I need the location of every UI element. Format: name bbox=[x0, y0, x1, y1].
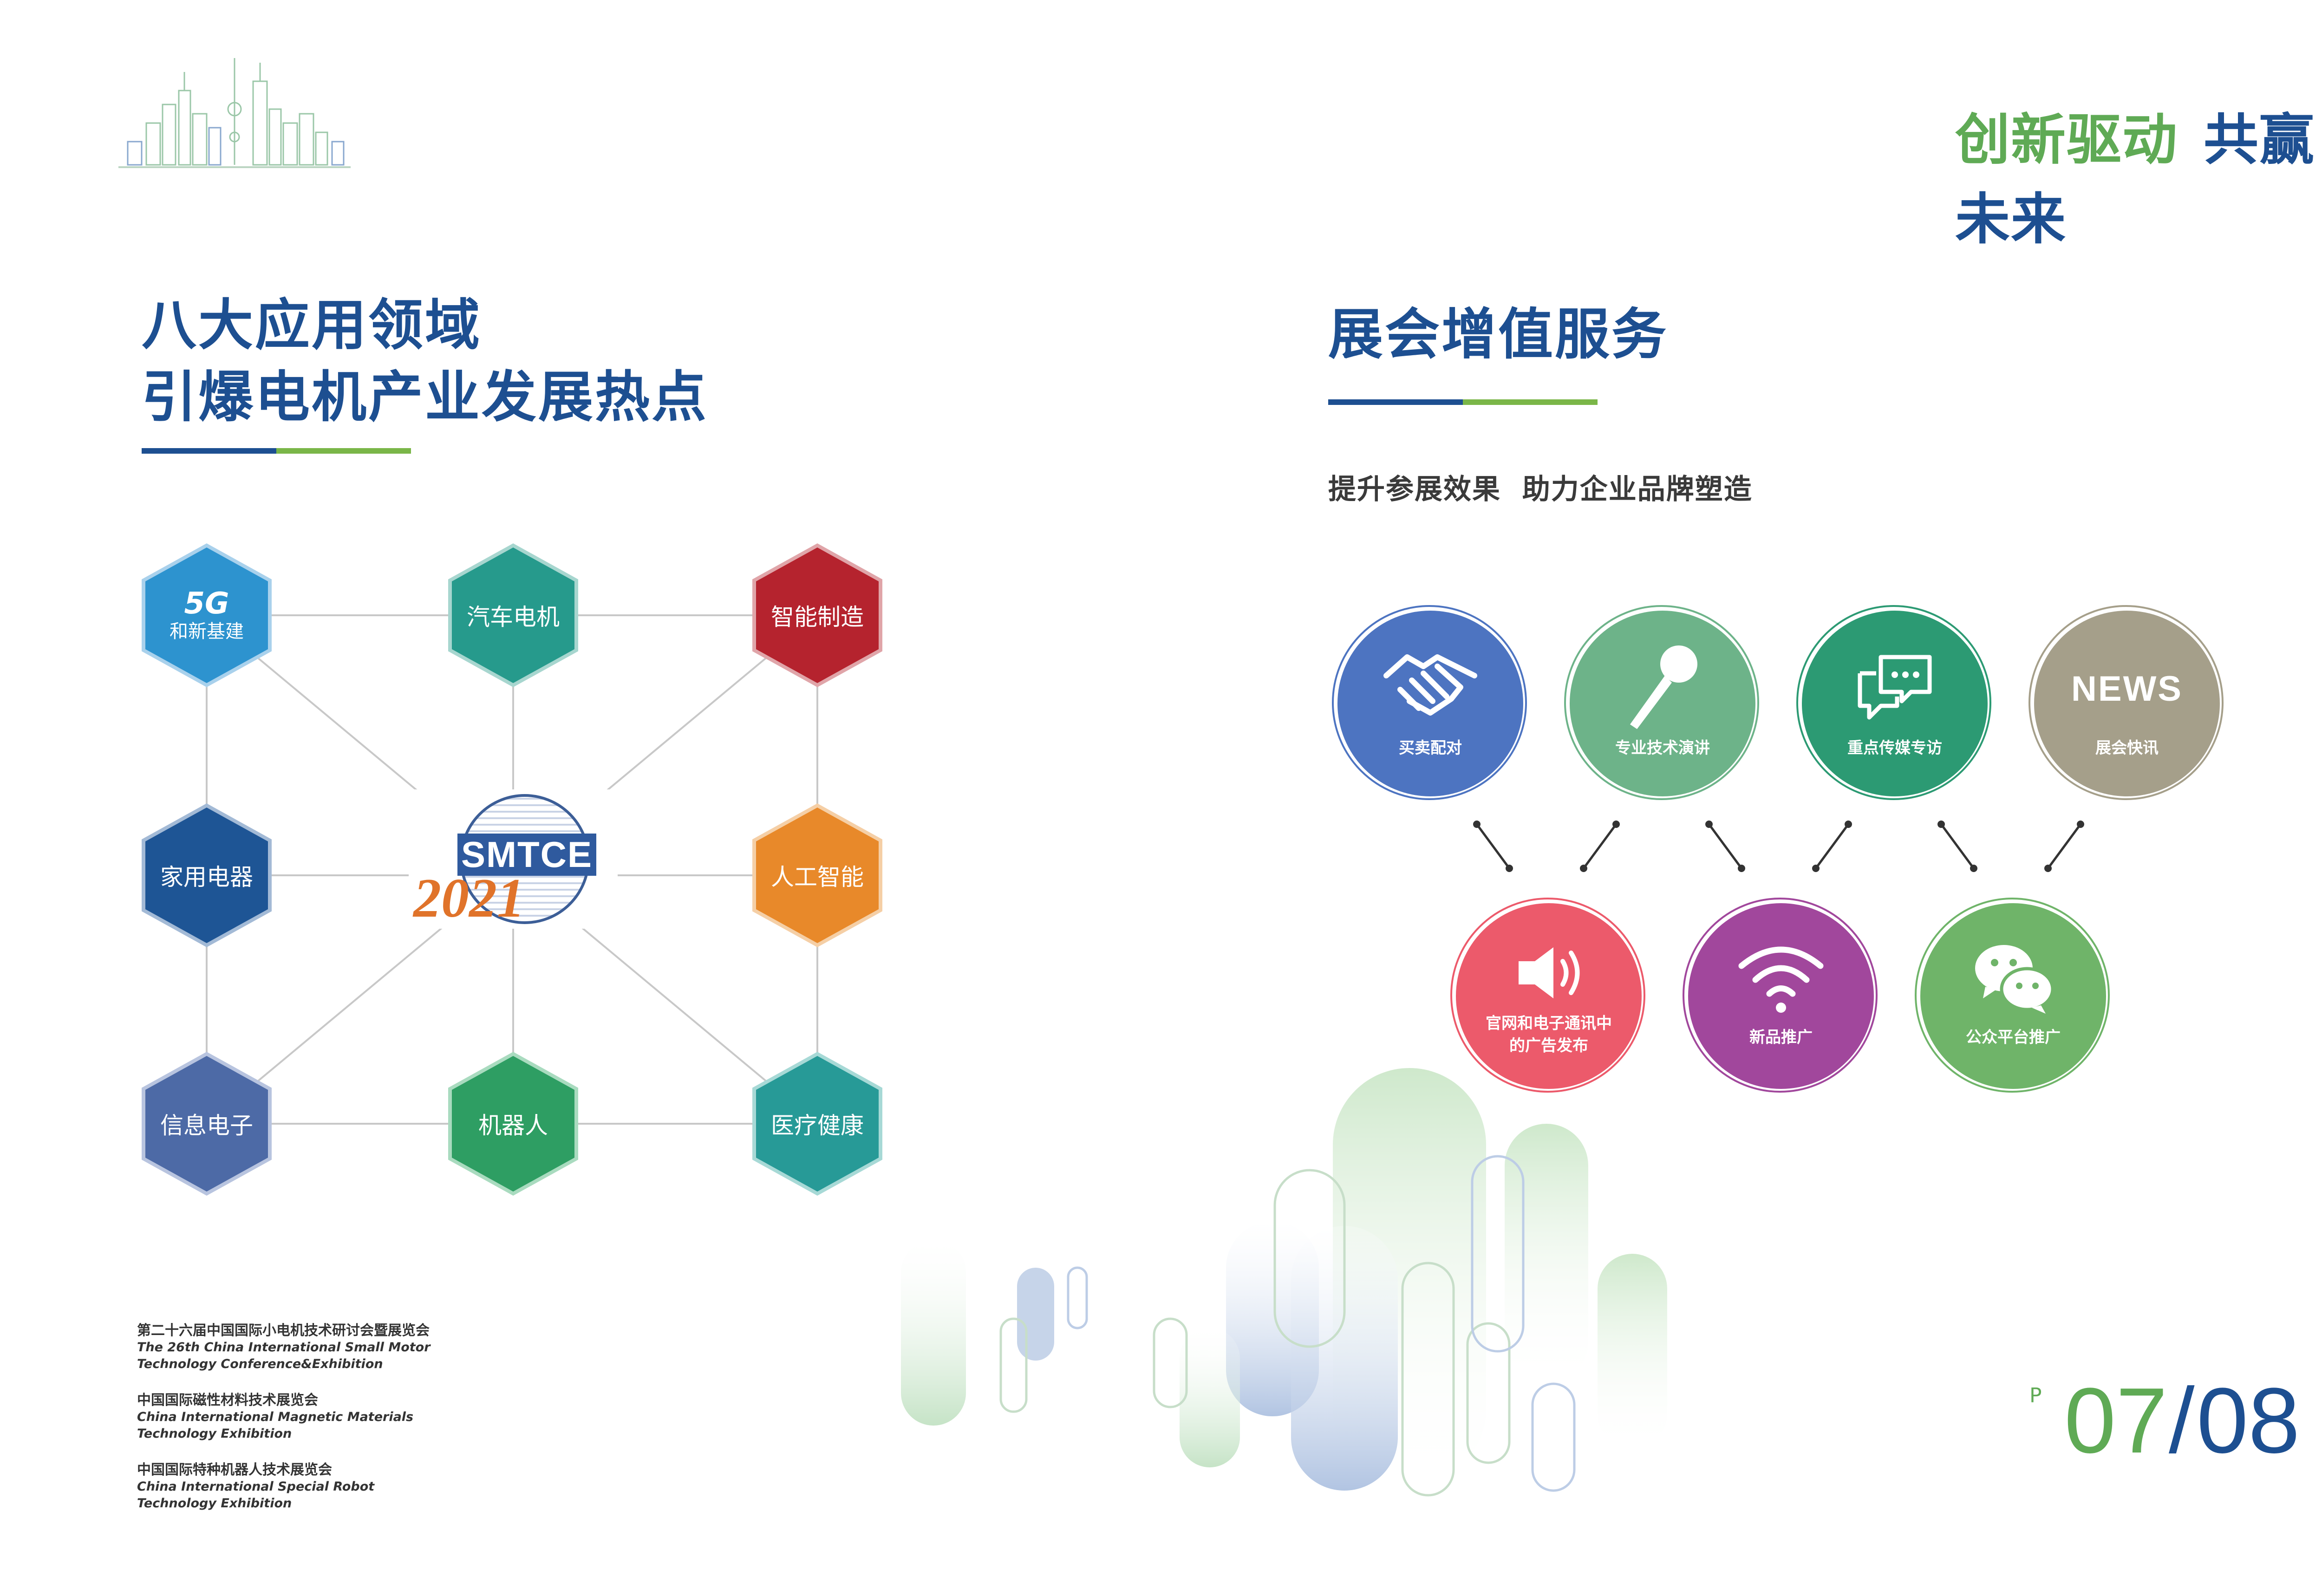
hex-medical-health-label: 医疗健康 bbox=[771, 1112, 864, 1139]
left-title-line1: 八大应用领域 bbox=[142, 293, 482, 357]
service-tech-talk[interactable]: 专业技术演讲 bbox=[1564, 605, 1759, 800]
footer-en-1: China International Magnetic Materials bbox=[137, 1410, 414, 1424]
service-media-interview[interactable]: 重点传媒专访 bbox=[1796, 605, 1991, 800]
page-prefix: P bbox=[2029, 1384, 2042, 1407]
service-online-ads[interactable]: 官网和电子通讯中 的广告发布 bbox=[1450, 898, 1645, 1093]
slogan-part2: 共赢未来 bbox=[1955, 108, 2315, 251]
service-matchmaking-label: 买卖配对 bbox=[1399, 739, 1462, 757]
service-matchmaking[interactable]: 买卖配对 bbox=[1332, 605, 1527, 800]
right-title: 展会增值服务 bbox=[1328, 302, 1669, 366]
speaker-icon bbox=[1519, 947, 1580, 998]
hex-auto-motor-label: 汽车电机 bbox=[467, 604, 560, 631]
service-media-interview-label: 重点传媒专访 bbox=[1847, 739, 1942, 757]
hex-5g-big: 5G bbox=[184, 586, 229, 621]
hex-home-appliances-label: 家用电器 bbox=[160, 864, 253, 891]
left-title-line2: 引爆电机产业发展热点 bbox=[142, 365, 709, 429]
hex-robot[interactable]: 机器人 bbox=[448, 1052, 578, 1196]
service-product-promo[interactable]: 新品推广 bbox=[1683, 898, 1878, 1093]
footer-item: 中国国际磁性材料技术展览会 China International Magnet… bbox=[137, 1388, 555, 1442]
hex-ai-label: 人工智能 bbox=[771, 864, 864, 891]
footer-en-2: Technology Exhibition bbox=[137, 1427, 292, 1441]
hex-5g-small: 和新基建 bbox=[170, 621, 244, 642]
service-product-promo-label: 新品推广 bbox=[1749, 1028, 1813, 1047]
hex-info-electronics[interactable]: 信息电子 bbox=[142, 1052, 272, 1196]
service-tech-talk-label: 专业技术演讲 bbox=[1615, 739, 1710, 757]
decorative-pills bbox=[901, 1068, 1667, 1497]
microphone-icon bbox=[1630, 645, 1697, 729]
footer-exhibitions: 第二十六届中国国际小电机技术研讨会暨展览会 The 26th China Int… bbox=[137, 1319, 555, 1512]
handshake-icon bbox=[1383, 654, 1477, 716]
service-news-label: 展会快讯 bbox=[2095, 739, 2159, 757]
service-online-ads-label-2: 的广告发布 bbox=[1509, 1036, 1588, 1055]
hex-info-electronics-label: 信息电子 bbox=[160, 1112, 253, 1139]
logo-year: 2021 bbox=[413, 867, 525, 929]
right-subtitle: 提升参展效果 助力企业品牌塑造 bbox=[1328, 473, 1753, 506]
news-icon: NEWS bbox=[2071, 669, 2183, 709]
page-separator: / bbox=[2169, 1369, 2195, 1472]
footer-item: 中国国际特种机器人技术展览会 China International Speci… bbox=[137, 1458, 555, 1512]
chat-bubbles-icon bbox=[1858, 655, 1932, 720]
footer-cn: 中国国际特种机器人技术展览会 bbox=[137, 1462, 332, 1478]
slogan-part1: 创新驱动 bbox=[1955, 108, 2179, 172]
footer-en-1: China International Special Robot bbox=[137, 1479, 375, 1494]
service-news[interactable]: NEWS 展会快讯 bbox=[2028, 605, 2224, 800]
footer-en-2: Technology Conference&Exhibition bbox=[137, 1357, 383, 1371]
service-public-platform[interactable]: 公众平台推广 bbox=[1915, 898, 2110, 1093]
hex-smart-manufacturing-label: 智能制造 bbox=[771, 604, 864, 631]
service-public-platform-label: 公众平台推广 bbox=[1966, 1028, 2061, 1047]
left-title-rule bbox=[142, 448, 411, 454]
page-next: 08 bbox=[2197, 1369, 2300, 1472]
wechat-icon bbox=[1975, 945, 2055, 1014]
hex-medical-health[interactable]: 医疗健康 bbox=[752, 1052, 882, 1196]
footer-item: 第二十六届中国国际小电机技术研讨会暨展览会 The 26th China Int… bbox=[137, 1319, 555, 1373]
service-online-ads-label-1: 官网和电子通讯中 bbox=[1486, 1014, 1612, 1033]
page-current: 07 bbox=[2064, 1369, 2168, 1472]
smtce-logo: SMTCE 2021 bbox=[409, 789, 618, 929]
footer-cn: 第二十六届中国国际小电机技术研讨会暨展览会 bbox=[137, 1322, 430, 1339]
footer-cn: 中国国际磁性材料技术展览会 bbox=[137, 1392, 318, 1408]
footer-en-2: Technology Exhibition bbox=[137, 1496, 292, 1511]
right-title-rule bbox=[1328, 399, 1598, 405]
skyline-logo bbox=[118, 58, 351, 168]
hex-robot-label: 机器人 bbox=[478, 1112, 548, 1139]
slogan: 创新驱动共赢未来 bbox=[1955, 95, 2322, 254]
logo-text: SMTCE bbox=[457, 834, 596, 876]
wifi-icon bbox=[1738, 946, 1824, 1013]
footer-en-1: The 26th China International Small Motor bbox=[137, 1340, 430, 1355]
